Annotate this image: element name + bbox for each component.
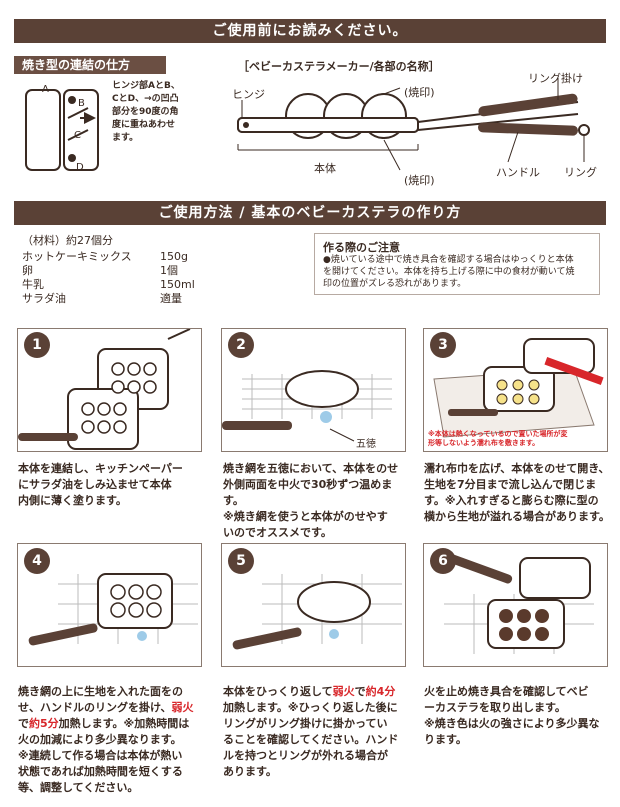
step-line: ることを確認してください。ハンド	[223, 733, 399, 746]
step-3-warning: ※本体は熱くなっているので置いた場所が変 形等しないよう濡れ布を敷きます。	[428, 430, 567, 448]
material-amount: 1個	[160, 264, 178, 277]
caution-text: ●焼いている途中で焼き具合を確認する場合はゆっくりと本体 を開けてください。本体…	[323, 254, 574, 290]
step-2-label-gotoku: 五徳	[356, 439, 376, 450]
caution-box: 作る際のご注意 ●焼いている途中で焼き具合を確認する場合はゆっくりと本体 を開け…	[314, 233, 600, 295]
step-line: リングがリング掛けに掛かってい	[223, 717, 388, 730]
step-line: にサラダ油をしみ込ませて本体	[18, 478, 172, 491]
step-line: す。	[223, 494, 244, 507]
header-title: ご使用前にお読みください。	[212, 23, 408, 39]
connect-label-c: C	[74, 130, 81, 141]
step-line: す。※入れすぎると膨らむ際に型の	[424, 494, 599, 507]
part-yakiin-bottom: (焼印)	[404, 174, 435, 187]
step-3-text: 濡れ布巾を広げ、本体をのせて開き、 生地を7分目まで流し込んで閉じま す。※入れ…	[424, 461, 610, 525]
connect-note-line: ます。	[112, 133, 139, 143]
step-line: 火を止め焼き具合を確認してベビ	[424, 685, 589, 698]
connect-label-d: D	[76, 162, 84, 173]
step-line: 横から生地が溢れる場合があります。	[424, 510, 610, 523]
connect-label-b: B	[78, 98, 85, 109]
step-line: 生地を7分目まで流し込んで閉じま	[424, 478, 597, 491]
step-1-number: 1	[24, 332, 50, 358]
step-2-number: 2	[228, 332, 254, 358]
step-line: いのでオススメです。	[223, 526, 332, 539]
materials-title: （材料）約27個分	[22, 234, 113, 247]
step-line: ルを持つとリングが外れる場合が	[223, 749, 388, 762]
step-line: 加熱します。※ひっくり返した後に	[223, 701, 398, 714]
usage-title: ご使用方法 / 基本のベビーカステラの作り方	[158, 205, 462, 221]
step-1-text: 本体を連結し、キッチンペーパー にサラダ油をしみ込ませて本体 内側に薄く塗ります…	[18, 461, 204, 509]
step-line: 内側に薄く塗ります。	[18, 494, 127, 507]
connect-label-a: A	[42, 84, 49, 95]
step-line: 外側両面を中火で30秒ずつ温めま	[223, 478, 393, 491]
step-5-number: 5	[228, 548, 254, 574]
connect-diagram	[25, 89, 99, 171]
step-line: 本体を連結し、キッチンペーパー	[18, 462, 183, 475]
step-line: 濡れ布巾を広げ、本体をのせて開き、	[424, 462, 610, 475]
step-line: 焼き網を五徳において、本体をのせ	[223, 462, 399, 475]
step-line: あります。	[223, 765, 277, 778]
part-hinge: ヒンジ	[232, 88, 265, 101]
connect-title: 焼き型の連結の仕方	[14, 56, 166, 74]
step-line: で約5分加熱します。※加熱時間は	[18, 717, 190, 730]
header-bar: ご使用前にお読みください。	[14, 19, 606, 43]
part-body: 本体	[314, 162, 336, 175]
usage-bar: ご使用方法 / 基本のベビーカステラの作り方	[14, 201, 606, 225]
step-line: 焼き網の上に生地を入れた面をの	[18, 685, 183, 698]
connect-note-line: CとD、→の凹凸	[112, 94, 179, 104]
step-line: 本体をひっくり返して弱火で約4分	[223, 685, 396, 698]
parts-title: ［ベビーカステラメーカー/各部の名称］	[238, 60, 440, 73]
parts-diagram	[237, 78, 590, 171]
step-line: 状態であれば加熱時間を短くする	[18, 765, 183, 778]
connect-note-line: 部分を90度の角	[112, 107, 179, 117]
step-line: 火の加減により多少異なります。	[18, 733, 182, 746]
step-line: ※焼き色は火の強さにより多少異な	[424, 717, 600, 730]
step-4-number: 4	[24, 548, 50, 574]
step-6-number: 6	[430, 548, 456, 574]
step-5-text: 本体をひっくり返して弱火で約4分 加熱します。※ひっくり返した後に リングがリン…	[223, 684, 413, 780]
step-line: ※連続して作る場合は本体が熱い	[18, 749, 183, 762]
caution-title: 作る際のご注意	[323, 241, 400, 254]
step-line: ーカステラを取り出します。	[424, 701, 566, 714]
material-name: 卵	[22, 264, 33, 277]
caution-line: 印の位置がズレる恐れがあります。	[323, 279, 467, 289]
step-line: 等、調整してください。	[18, 781, 139, 794]
part-ring: リング	[564, 166, 597, 179]
part-handle: ハンドル	[496, 166, 540, 179]
step-line: ※焼き網を使うと本体がのせやす	[223, 510, 388, 523]
step-6-illustration	[423, 543, 608, 667]
caution-line: ●焼いている途中で焼き具合を確認する場合はゆっくりと本体	[323, 255, 574, 265]
material-amount: 150ml	[160, 278, 195, 291]
step-3-warning-line: ※本体は熱くなっているので置いた場所が変	[428, 430, 568, 438]
step-line: ります。	[424, 733, 467, 746]
part-ring-hook: リング掛け	[528, 72, 583, 85]
step-3-illustration: ※本体は熱くなっているので置いた場所が変 形等しないよう濡れ布を敷きます。	[423, 328, 608, 452]
step-4-text: 焼き網の上に生地を入れた面をの せ、ハンドルのリングを掛け、弱火 で約5分加熱し…	[18, 684, 208, 796]
material-name: 牛乳	[22, 278, 44, 291]
connect-note-line: 度に重ねあわせ	[112, 120, 176, 130]
step-line: せ、ハンドルのリングを掛け、弱火	[18, 701, 194, 714]
part-yakiin-top: (焼印)	[404, 86, 435, 99]
connect-note-line: ヒンジ部AとB、	[112, 81, 180, 91]
material-name: サラダ油	[22, 292, 66, 305]
step-3-warning-line: 形等しないよう濡れ布を敷きます。	[428, 439, 540, 447]
step-2-text: 焼き網を五徳において、本体をのせ 外側両面を中火で30秒ずつ温めま す。 ※焼き…	[223, 461, 409, 541]
connect-note: ヒンジ部AとB、 CとD、→の凹凸 部分を90度の角 度に重ねあわせ ます。	[112, 80, 180, 145]
connect-panel: 焼き型の連結の仕方 A B C D ヒンジ部AとB、 CとD、→の凹凸 部分を9…	[14, 56, 192, 180]
material-amount: 適量	[160, 292, 182, 305]
step-3-number: 3	[430, 332, 456, 358]
step-6-text: 火を止め焼き具合を確認してベビ ーカステラを取り出します。 ※焼き色は火の強さに…	[424, 684, 610, 748]
material-name: ホットケーキミックス	[22, 250, 132, 263]
caution-line: を開けてください。本体を持ち上げる際に中の食材が動いて焼	[323, 267, 575, 277]
material-amount: 150g	[160, 250, 188, 263]
